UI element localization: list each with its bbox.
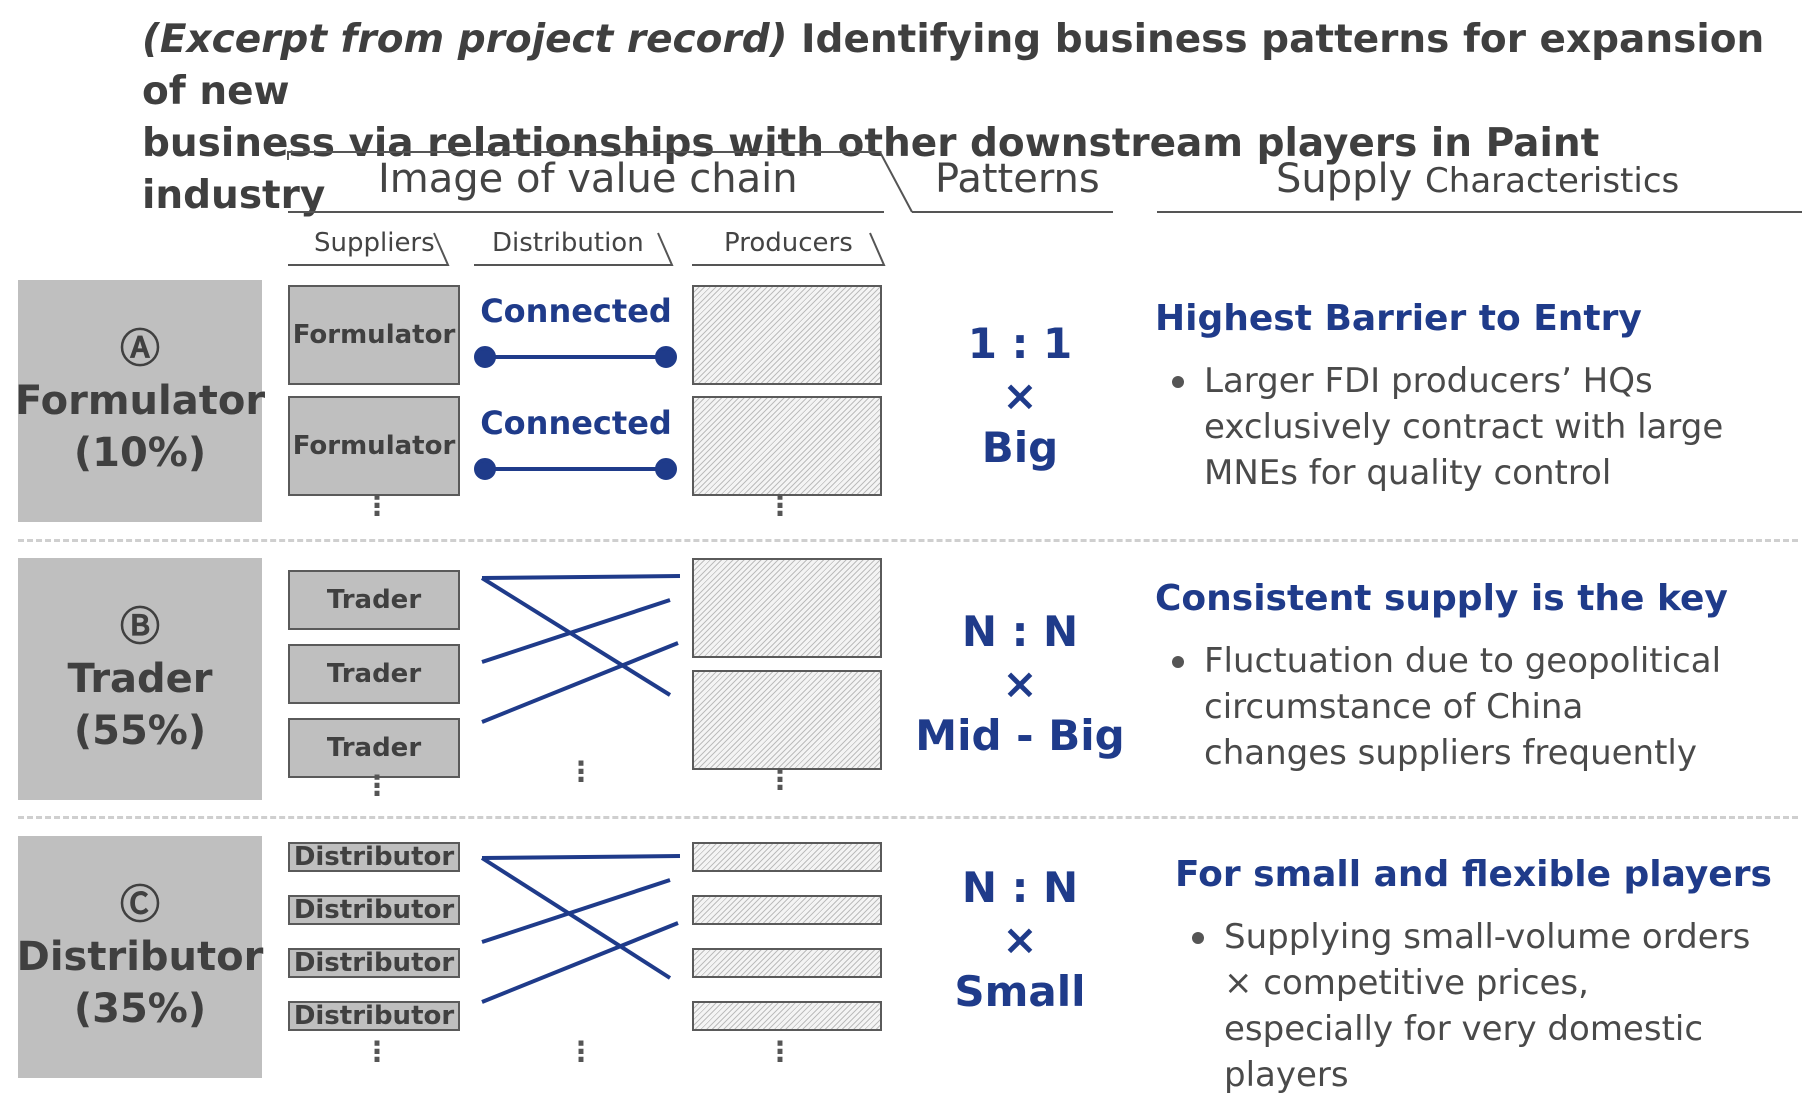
characteristic-text: Supplying small-volume orders × competit… [1224,917,1751,1095]
category-trader: Ⓑ Trader (55%) [18,558,262,800]
supplier-box: Trader [288,570,460,630]
producer-box [692,285,882,385]
subheader-producers: Producers [724,228,853,258]
producer-box [692,558,882,658]
characteristic-bullet: Supplying small-volume orders × competit… [1192,914,1752,1098]
characteristic-text: Larger FDI producers’ HQs exclusively co… [1204,361,1724,493]
supplier-box: Distributor [288,1001,460,1031]
bullet-icon [1172,376,1184,388]
supplier-box: Formulator [288,396,460,496]
more-ellipsis: ⋮ [567,1035,595,1068]
category-share: (10%) [73,430,207,476]
connection-line [481,878,671,944]
pattern-ratio: N : N [961,607,1079,656]
pattern-size: Small [954,967,1086,1016]
category-formulator: Ⓐ Formulator (10%) [14,280,266,522]
pattern-ratio: 1 : 1 [967,319,1073,368]
row-separator [18,539,1798,542]
connected-label: Connected [480,292,672,330]
connected-label: Connected [480,404,672,442]
header-characteristics: Characteristics [1425,161,1680,201]
characteristic-title: Consistent supply is the key [1155,578,1728,619]
characteristic-text: Fluctuation due to geopolitical circumst… [1204,641,1722,773]
supplier-box: Distributor [288,895,460,925]
connection-node [655,458,677,480]
supplier-box: Distributor [288,948,460,978]
category-mark: Ⓐ [120,326,160,372]
pattern-times: × [1002,371,1038,420]
subheader-suppliers: Suppliers [314,228,435,258]
category-mark: Ⓒ [120,882,160,928]
connection-line [481,574,681,580]
pattern-trader: N : N × Mid - Big [900,606,1140,762]
connection-node [655,346,677,368]
producer-box [692,1001,882,1031]
supplier-box: Trader [288,718,460,778]
subheader-distribution: Distribution [492,228,644,258]
category-name: Trader [67,656,213,702]
producer-box [692,670,882,770]
pattern-size: Mid - Big [915,711,1125,760]
pattern-size: Big [981,423,1059,472]
characteristic-title: Highest Barrier to Entry [1155,298,1642,339]
category-share: (55%) [73,708,207,754]
header-supply-characteristics: Supply Characteristics [1276,156,1679,202]
bullet-icon [1192,932,1204,944]
pattern-times: × [1002,659,1038,708]
category-name: Distributor [16,934,264,980]
header-supply: Supply [1276,156,1413,202]
connection-node [474,458,496,480]
title-prefix: (Excerpt from project record) [142,17,788,62]
connection-line [481,921,679,1004]
pattern-distributor: N : N × Small [900,862,1140,1018]
connection-line [481,641,679,724]
more-ellipsis: ⋮ [766,1035,794,1068]
header-value-chain: Image of value chain [378,156,798,202]
characteristic-bullet: Fluctuation due to geopolitical circumst… [1172,638,1732,776]
producer-box [692,895,882,925]
supplier-box: Trader [288,644,460,704]
title-line2: business via relationships with other do… [142,121,1600,218]
bullet-icon [1172,656,1184,668]
pattern-times: × [1002,915,1038,964]
connection-node [474,346,496,368]
connection-line [481,598,671,664]
page-title: (Excerpt from project record) Identifyin… [142,14,1782,222]
producer-box [692,948,882,978]
pattern-ratio: N : N [961,863,1079,912]
category-share: (35%) [73,986,207,1032]
category-distributor: Ⓒ Distributor (35%) [16,836,264,1078]
connection-line [480,576,672,697]
supplier-box: Formulator [288,285,460,385]
title-line1: Identifying business patterns for expans… [142,17,1765,114]
producer-box [692,842,882,872]
connection-line [480,856,672,980]
category-name: Formulator [14,378,266,424]
row-separator [18,816,1798,819]
supplier-box: Distributor [288,842,460,872]
characteristic-title: For small and flexible players [1175,854,1772,895]
category-mark: Ⓑ [120,604,160,650]
characteristic-bullet: Larger FDI producers’ HQs exclusively co… [1172,358,1732,496]
connection-line [481,854,681,860]
header-patterns: Patterns [935,156,1100,202]
pattern-formulator: 1 : 1 × Big [900,318,1140,474]
producer-box [692,396,882,496]
